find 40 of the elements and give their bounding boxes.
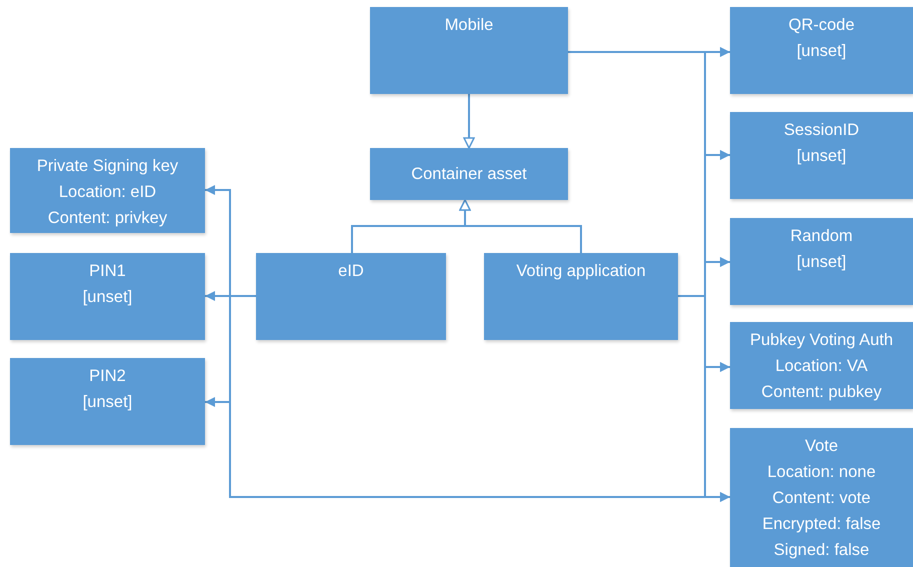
entity-box xyxy=(484,253,678,340)
box-title: Vote xyxy=(804,436,840,457)
box-title: Pubkey Voting Auth xyxy=(748,330,894,351)
box-text: Content: privkey xyxy=(46,208,168,229)
box-text: Content: pubkey xyxy=(760,382,883,403)
box-text: [unset] xyxy=(82,287,134,308)
connector-arrow xyxy=(463,94,475,149)
box-title: Mobile xyxy=(444,15,494,36)
box-title: PIN2 xyxy=(88,366,127,387)
box-text: Content: vote xyxy=(771,488,872,509)
entity-box xyxy=(370,148,568,200)
box-text: [unset] xyxy=(796,41,848,62)
box-title: PIN1 xyxy=(88,261,127,282)
connector-arrow xyxy=(459,199,582,253)
entity-box xyxy=(10,148,205,233)
connector-arrow xyxy=(229,295,730,502)
entity-box xyxy=(730,7,913,94)
box-title: Random xyxy=(789,226,854,247)
entity-box xyxy=(730,112,913,199)
box-text: Encrypted: false xyxy=(761,514,882,535)
box-text: Location: none xyxy=(766,462,877,483)
entity-box xyxy=(10,358,205,445)
box-text: [unset] xyxy=(796,252,848,273)
entity-box xyxy=(730,218,913,305)
box-text: Location: eID xyxy=(58,182,158,203)
box-text: Location: VA xyxy=(774,356,869,377)
entity-box xyxy=(730,322,913,409)
box-text: [unset] xyxy=(82,392,134,413)
box-title: Voting application xyxy=(515,261,647,282)
box-title: Private Signing key xyxy=(36,156,180,177)
box-text: Signed: false xyxy=(772,540,870,561)
entity-box xyxy=(256,253,446,340)
box-title: Container asset xyxy=(410,164,528,185)
box-title: QR-code xyxy=(787,15,856,36)
entity-box xyxy=(730,428,913,567)
entity-box xyxy=(370,7,568,94)
box-title: eID xyxy=(337,261,365,282)
box-title: SessionID xyxy=(782,120,860,141)
entity-box xyxy=(10,253,205,340)
box-text: [unset] xyxy=(796,146,848,167)
